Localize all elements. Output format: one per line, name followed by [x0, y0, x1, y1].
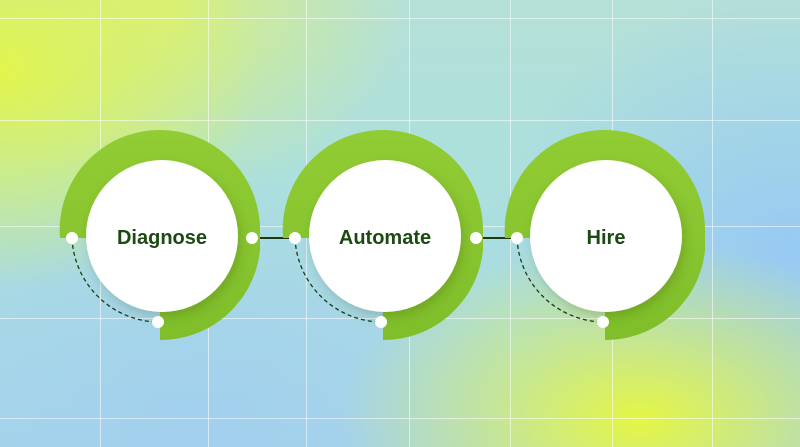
- dot-bottom-automate: [375, 316, 387, 328]
- white-circle-automate: [309, 160, 461, 312]
- step-label-automate: Automate: [338, 227, 432, 249]
- dot-bottom-hire: [597, 316, 609, 328]
- dot-right-diagnose: [246, 232, 258, 244]
- step-label-hire: Hire: [586, 227, 626, 249]
- dot-left-diagnose: [66, 232, 78, 244]
- step-node-automate: [282, 129, 483, 341]
- dashed-arc-hire: [516, 237, 604, 323]
- dashed-arc-diagnose: [71, 237, 159, 323]
- step-node-hire: [504, 129, 705, 341]
- dot-bottom-diagnose: [152, 316, 164, 328]
- dot-right-automate: [470, 232, 482, 244]
- dot-left-automate: [289, 232, 301, 244]
- dashed-arc-automate: [294, 237, 382, 323]
- step-label-diagnose: Diagnose: [116, 227, 208, 249]
- white-circle-hire: [530, 160, 682, 312]
- step-node-diagnose: [59, 129, 260, 341]
- white-circle-diagnose: [86, 160, 238, 312]
- dot-left-hire: [511, 232, 523, 244]
